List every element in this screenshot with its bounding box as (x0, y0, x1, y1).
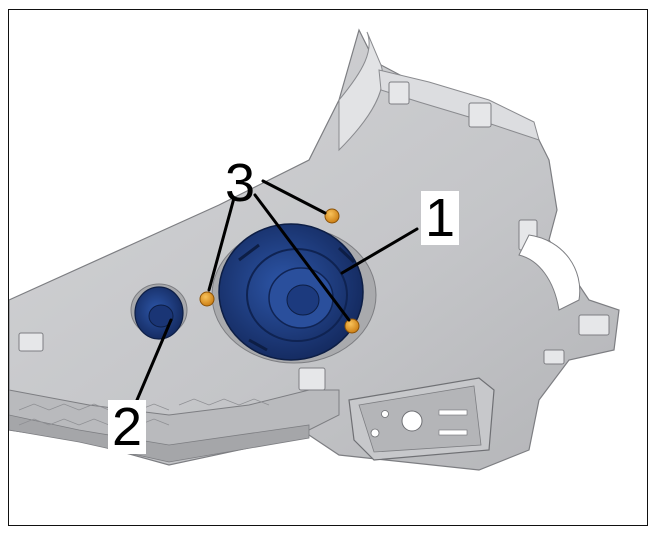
speaker-component (218, 223, 364, 361)
bolt-fastener (199, 208, 360, 334)
trim-panel-illustration (9, 28, 620, 471)
callout-label-1: 1 (421, 191, 460, 245)
diagram-frame: 1 2 3 (8, 9, 648, 526)
upper-flange (338, 31, 384, 152)
callout-label-2: 2 (108, 400, 147, 454)
callout-label-3: 3 (225, 153, 256, 213)
tweeter-component (130, 283, 188, 340)
leader-lines (135, 179, 419, 402)
clip-tabs (18, 81, 610, 391)
